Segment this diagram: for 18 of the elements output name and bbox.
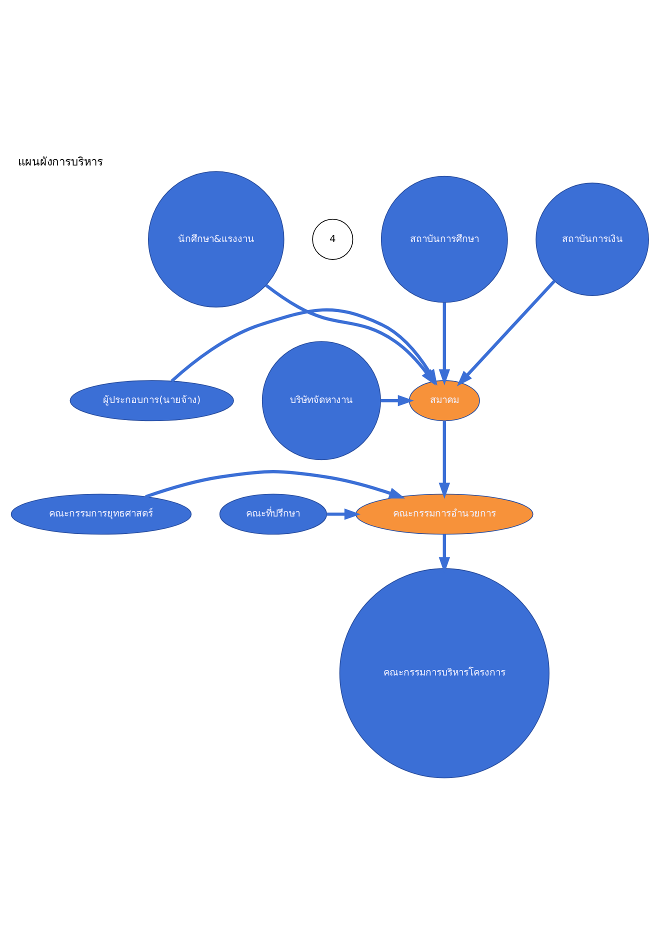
arrow: [326, 508, 361, 520]
node-circle: บริษัทจัดหางาน: [262, 340, 381, 460]
node-ellipse: ผู้ประกอบการ(นายจ้าง): [70, 380, 234, 421]
diagram-title: แผนผังการบริหาร: [18, 154, 103, 168]
node-circle: สถาบันการศึกษา: [380, 175, 508, 302]
node-circle: คณะกรรมการบริหารโครงการ: [339, 568, 550, 778]
node-circle: นักศึกษา&แรงงาน: [148, 170, 284, 307]
node-ellipse: คณะกรรมการอำนวยการ: [356, 493, 534, 534]
node-ellipse: สมาคม: [408, 380, 480, 421]
arrow: [438, 302, 450, 385]
arrow: [456, 279, 556, 386]
arrow: [438, 420, 450, 498]
node-circle: สถาบันการเงิน: [536, 182, 649, 296]
node-ellipse: คณะกรรมการยุทธศาสตร์: [10, 493, 192, 534]
node-ellipse: คณะที่ปรึกษา: [219, 493, 328, 534]
label: 4: [330, 233, 336, 244]
arrow: [380, 394, 414, 406]
arrow: [145, 470, 406, 498]
